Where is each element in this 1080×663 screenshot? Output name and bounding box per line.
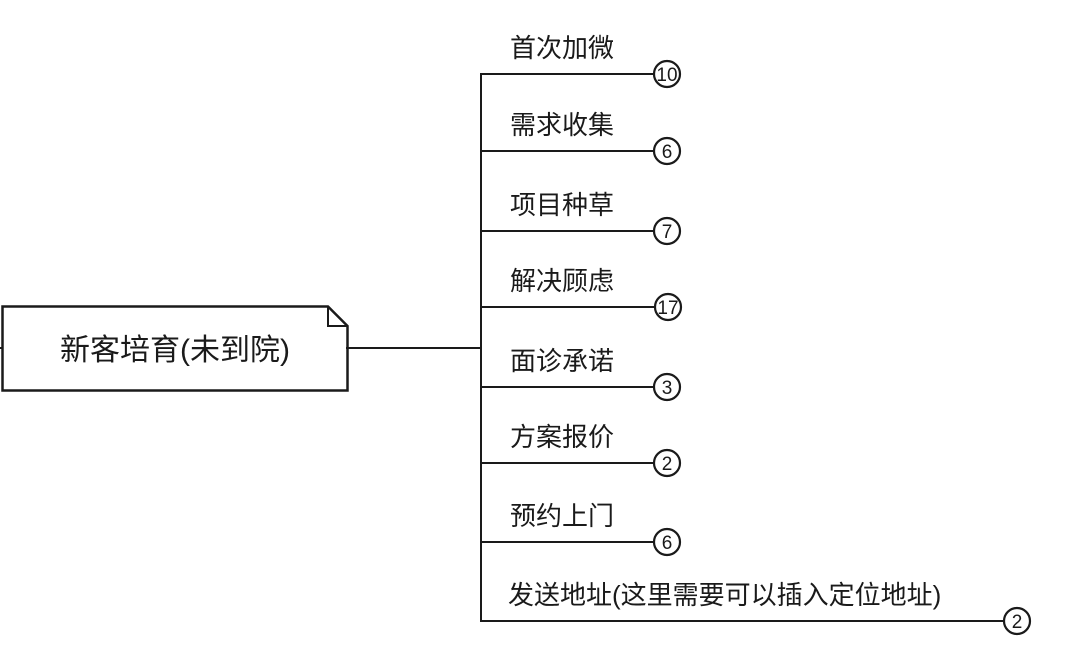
count-badge[interactable] <box>1002 606 1032 636</box>
count-badge[interactable] <box>652 216 682 246</box>
count-badge[interactable] <box>652 372 682 402</box>
count-badge-number: 7 <box>662 222 673 243</box>
branch-item: 需求收集 6 <box>480 110 682 166</box>
branch-label[interactable]: 项目种草 <box>510 190 614 220</box>
branch-label[interactable]: 预约上门 <box>510 501 614 531</box>
branch-label[interactable]: 需求收集 <box>510 110 614 140</box>
count-badge[interactable] <box>653 292 683 322</box>
folded-corner-icon <box>327 306 348 327</box>
root-node[interactable]: 新客培育(未到院) <box>1 305 349 392</box>
count-badge-number: 2 <box>662 454 673 475</box>
count-badge-number: 6 <box>662 142 673 163</box>
count-badge-number: 2 <box>1012 612 1023 633</box>
branch-label[interactable]: 解决顾虑 <box>510 266 614 296</box>
branch-item: 解决顾虑 17 <box>480 266 683 322</box>
count-badge[interactable] <box>652 448 682 478</box>
branch-label[interactable]: 方案报价 <box>510 422 614 452</box>
branch-label[interactable]: 首次加微 <box>510 33 614 63</box>
count-badge-number: 10 <box>656 65 677 86</box>
branch-item: 预约上门 6 <box>480 501 682 557</box>
branch-label[interactable]: 发送地址(这里需要可以插入定位地址) <box>508 580 941 610</box>
branch-item: 方案报价 2 <box>480 422 682 478</box>
count-badge[interactable] <box>652 527 682 557</box>
branch-item: 项目种草 7 <box>480 190 682 246</box>
branch-item: 面诊承诺 3 <box>480 346 682 402</box>
count-badge-number: 3 <box>662 378 673 399</box>
count-badge[interactable] <box>652 59 682 89</box>
root-node-shape <box>1 305 349 392</box>
branch-item: 发送地址(这里需要可以插入定位地址) 2 <box>480 580 1032 636</box>
count-badge[interactable] <box>652 136 682 166</box>
root-node-label: 新客培育(未到院) <box>60 334 290 367</box>
count-badge-number: 6 <box>662 533 673 554</box>
branch-label[interactable]: 面诊承诺 <box>510 346 614 376</box>
count-badge-number: 17 <box>657 298 678 319</box>
branch-item: 首次加微 10 <box>480 33 682 89</box>
